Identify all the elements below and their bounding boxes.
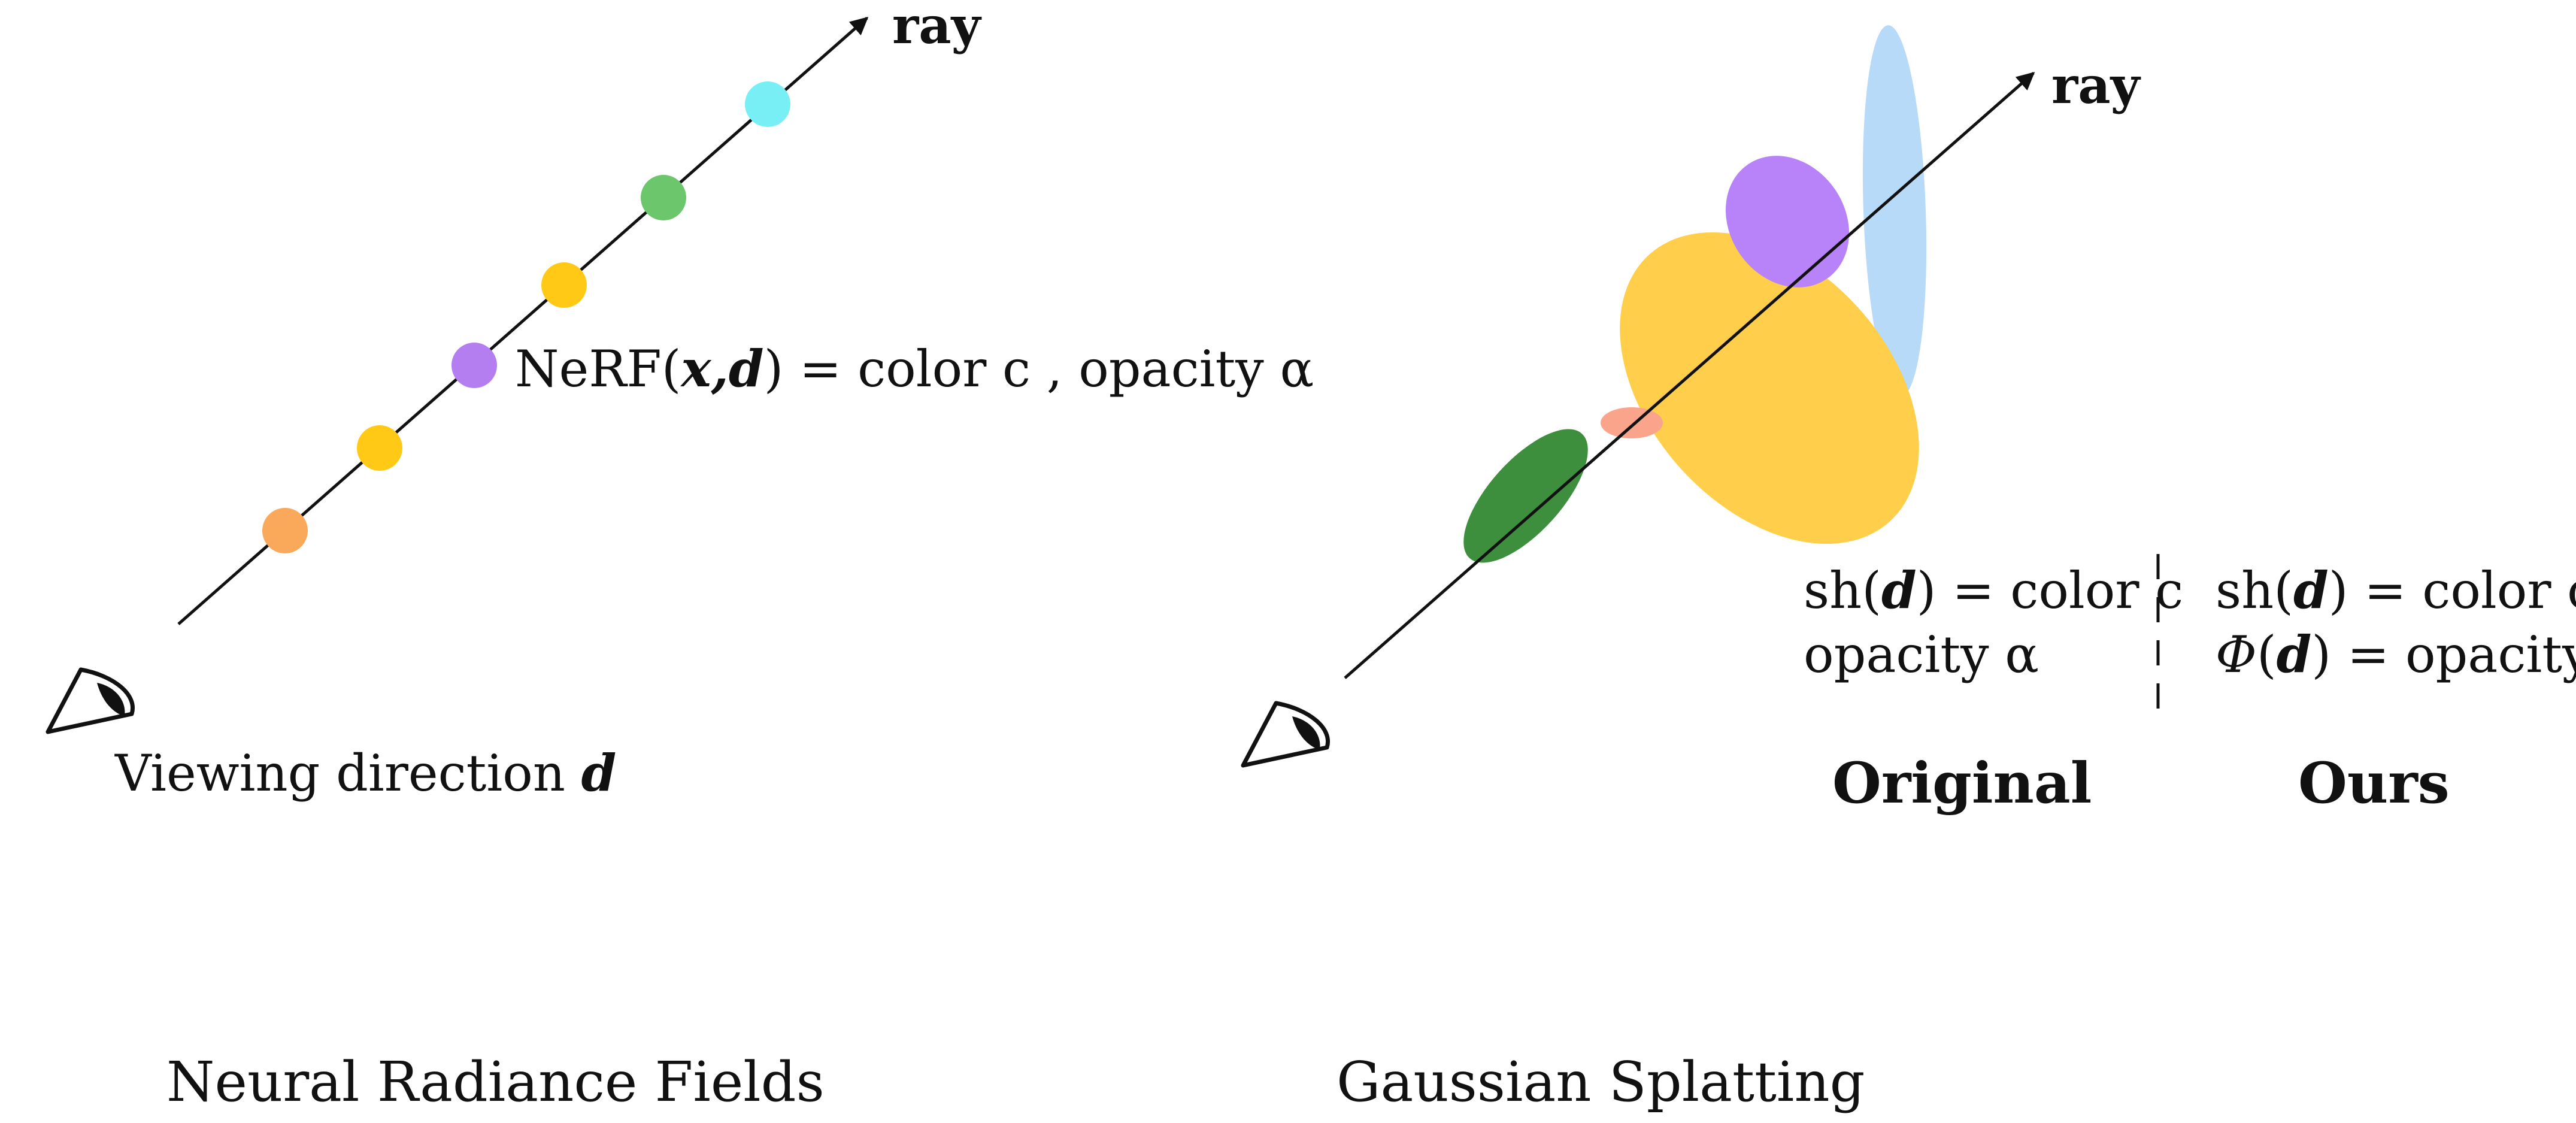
nerf-sample-point xyxy=(451,343,497,388)
ours-line-opacity: Φ(d) = opacity α xyxy=(2216,625,2576,684)
original-formulation: sh(d) = color c opacity α Original xyxy=(1804,561,2183,816)
nerf-sample-point xyxy=(357,425,402,471)
ours-heading: Ours xyxy=(2298,750,2450,816)
nerf-equation-x: x, xyxy=(680,339,729,398)
nerf-equation-d: d xyxy=(729,339,764,398)
nerf-sample-point xyxy=(745,81,790,127)
gaussian-salmon xyxy=(1601,407,1663,438)
nerf-sample-point xyxy=(262,508,308,553)
nerf-equation: NeRF(x,d) = color c , opacity α xyxy=(515,339,1314,398)
gs-caption: Gaussian Splatting xyxy=(1337,1050,1865,1114)
viewing-direction-label: Viewing direction d xyxy=(114,743,616,803)
gaussian-blue xyxy=(1862,25,1927,396)
gaussian-green xyxy=(1463,429,1588,563)
original-line-color: sh(d) = color c xyxy=(1804,561,2183,620)
nerf-sample-point xyxy=(541,262,587,308)
nerf-sample-points xyxy=(262,81,790,553)
nerf-equation-suffix: ) = color c , opacity α xyxy=(764,340,1314,398)
viewing-direction-symbol: d xyxy=(581,743,617,803)
original-heading: Original xyxy=(1832,750,2092,816)
nerf-ray-label: ray xyxy=(892,0,982,55)
gs-ray-label: ray xyxy=(2051,56,2141,115)
nerf-panel: ray NeRF(x,d) = color c , opacity α View… xyxy=(46,0,1314,1114)
nerf-equation-prefix: NeRF( xyxy=(515,340,681,398)
nerf-caption: Neural Radiance Fields xyxy=(166,1050,825,1114)
gaussian-yellow xyxy=(1620,232,1919,544)
ours-line-color: sh(d) = color c xyxy=(2216,561,2576,620)
ours-formulation: sh(d) = color c Φ(d) = opacity α Ours xyxy=(2216,561,2576,816)
eye-icon xyxy=(1241,701,1330,768)
nerf-sample-point xyxy=(641,175,686,220)
gs-ray-line xyxy=(1344,72,2035,679)
original-line-opacity: opacity α xyxy=(1804,625,2039,684)
gs-panel: ray sh(d) = color c opacity α Original s… xyxy=(1241,25,2576,1114)
eye-icon xyxy=(46,667,135,734)
gaussian-purple xyxy=(1725,156,1850,287)
